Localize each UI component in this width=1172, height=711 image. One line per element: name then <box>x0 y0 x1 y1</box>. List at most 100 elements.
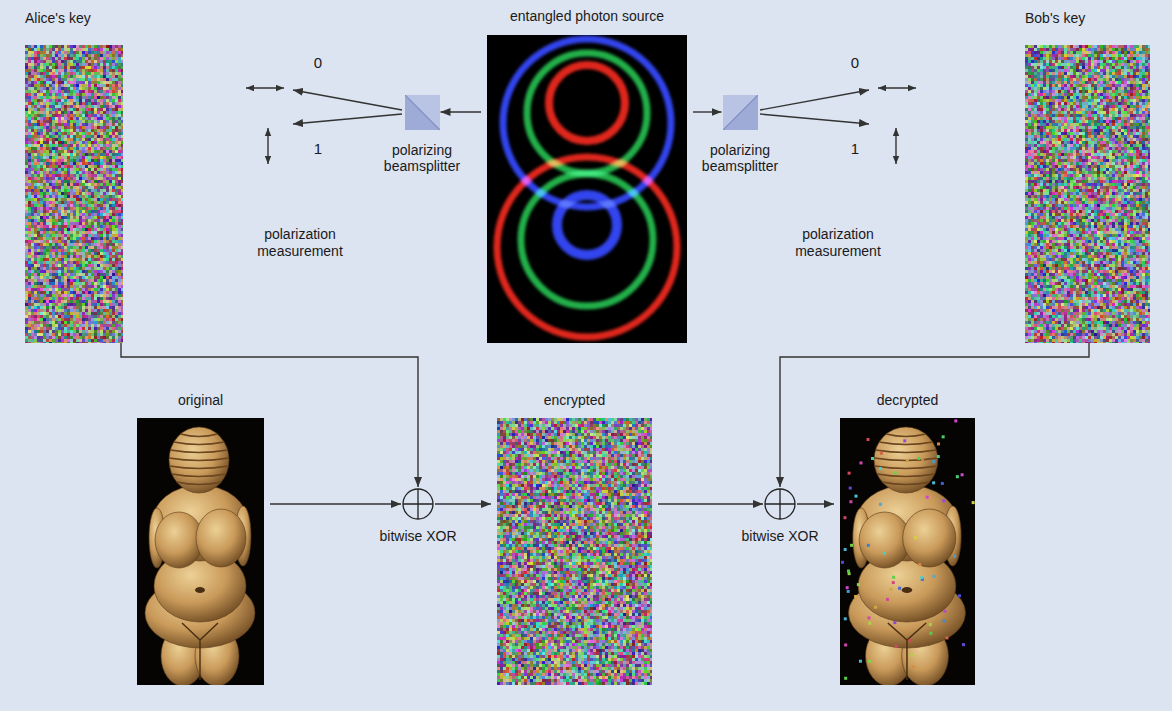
noise-pixel <box>109 72 112 75</box>
noise-pixel <box>106 210 109 213</box>
noise-pixel <box>97 156 100 159</box>
noise-pixel <box>121 210 123 213</box>
noise-pixel <box>37 207 40 210</box>
noise-pixel <box>37 63 40 66</box>
noise-pixel <box>40 207 43 210</box>
noise-pixel <box>76 183 79 186</box>
noise-pixel <box>94 198 97 201</box>
noise-pixel <box>100 213 103 216</box>
noise-pixel <box>31 219 34 222</box>
noise-pixel <box>79 123 82 126</box>
noise-pixel <box>94 165 97 168</box>
noise-pixel <box>31 72 34 75</box>
noise-pixel <box>79 219 82 222</box>
noise-pixel <box>64 99 67 102</box>
noise-pixel <box>46 129 49 132</box>
noise-pixel <box>79 105 82 108</box>
noise-pixel <box>85 75 88 78</box>
noise-pixel <box>31 189 34 192</box>
noise-pixel <box>43 216 46 219</box>
noise-pixel <box>46 81 49 84</box>
noise-pixel <box>82 213 85 216</box>
noise-pixel <box>64 87 67 90</box>
noise-pixel <box>103 216 106 219</box>
noise-pixel <box>106 189 109 192</box>
noise-pixel <box>112 111 115 114</box>
noise-pixel <box>94 93 97 96</box>
noise-pixel <box>82 69 85 72</box>
noise-pixel <box>31 105 34 108</box>
noise-pixel <box>79 162 82 165</box>
noise-pixel <box>94 222 97 225</box>
noise-pixel <box>40 99 43 102</box>
noise-pixel <box>40 102 43 105</box>
noise-pixel <box>118 99 121 102</box>
noise-pixel <box>25 90 28 93</box>
noise-pixel <box>28 66 31 69</box>
noise-pixel <box>34 90 37 93</box>
noise-pixel <box>88 60 91 63</box>
noise-pixel <box>118 78 121 81</box>
noise-pixel <box>46 96 49 99</box>
noise-pixel <box>103 45 106 48</box>
noise-pixel <box>52 45 55 48</box>
noise-pixel <box>58 102 61 105</box>
noise-pixel <box>55 54 58 57</box>
noise-pixel <box>106 63 109 66</box>
noise-pixel <box>43 171 46 174</box>
noise-pixel <box>103 123 106 126</box>
noise-pixel <box>43 219 46 222</box>
noise-pixel <box>82 210 85 213</box>
noise-pixel <box>85 126 88 129</box>
noise-pixel <box>58 153 61 156</box>
noise-pixel <box>106 207 109 210</box>
noise-pixel <box>58 183 61 186</box>
noise-pixel <box>88 66 91 69</box>
noise-pixel <box>46 219 49 222</box>
noise-pixel <box>64 186 67 189</box>
noise-pixel <box>79 90 82 93</box>
noise-pixel <box>70 102 73 105</box>
noise-pixel <box>37 102 40 105</box>
noise-pixel <box>94 189 97 192</box>
noise-pixel <box>97 189 100 192</box>
noise-pixel <box>112 123 115 126</box>
noise-pixel <box>73 219 76 222</box>
noise-pixel <box>40 216 43 219</box>
noise-pixel <box>34 126 37 129</box>
noise-pixel <box>25 132 28 135</box>
noise-pixel <box>112 69 115 72</box>
noise-pixel <box>70 216 73 219</box>
noise-pixel <box>109 138 112 141</box>
noise-pixel <box>55 48 58 51</box>
noise-pixel <box>28 144 31 147</box>
noise-pixel <box>70 93 73 96</box>
noise-pixel <box>100 186 103 189</box>
noise-pixel <box>37 171 40 174</box>
noise-pixel <box>106 108 109 111</box>
noise-pixel <box>73 201 76 204</box>
noise-pixel <box>28 216 31 219</box>
noise-pixel <box>28 183 31 186</box>
noise-pixel <box>55 90 58 93</box>
noise-pixel <box>97 78 100 81</box>
noise-pixel <box>121 183 123 186</box>
noise-pixel <box>103 150 106 153</box>
noise-pixel <box>94 51 97 54</box>
noise-pixel <box>103 138 106 141</box>
noise-pixel <box>109 117 112 120</box>
noise-pixel <box>100 183 103 186</box>
noise-pixel <box>115 63 118 66</box>
noise-pixel <box>64 54 67 57</box>
noise-pixel <box>76 171 79 174</box>
noise-pixel <box>82 186 85 189</box>
noise-pixel <box>25 201 28 204</box>
noise-pixel <box>52 195 55 198</box>
noise-pixel <box>112 153 115 156</box>
noise-pixel <box>82 165 85 168</box>
noise-pixel <box>31 117 34 120</box>
noise-pixel <box>37 117 40 120</box>
noise-pixel <box>52 192 55 195</box>
noise-pixel <box>121 144 123 147</box>
